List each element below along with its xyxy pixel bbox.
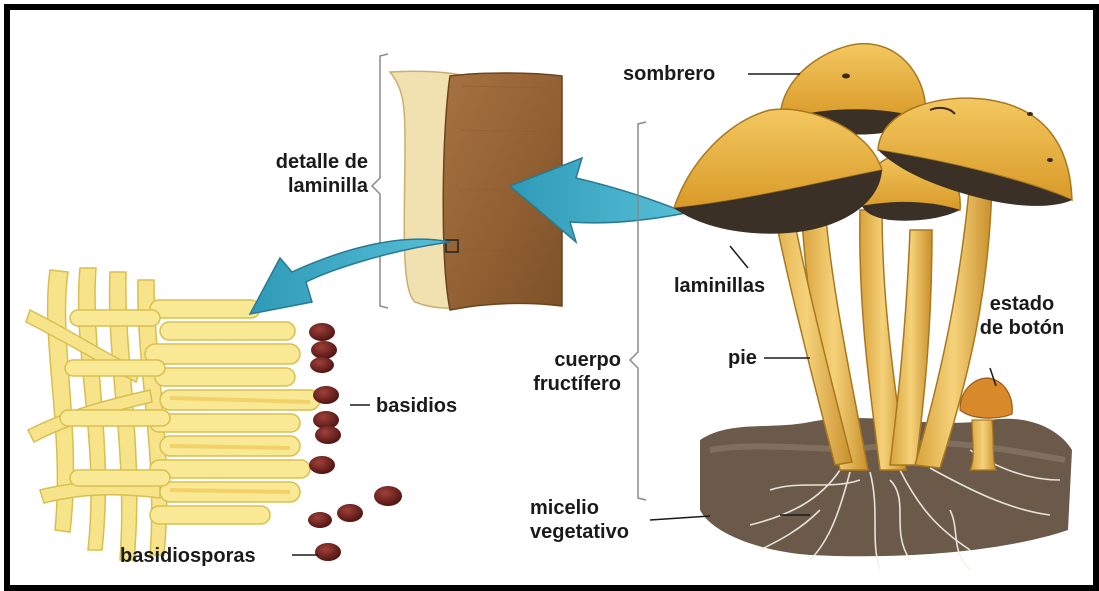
spore-icon [308, 512, 332, 528]
label-basidiosporas: basidiosporas [120, 544, 256, 568]
label-basidios: basidios [376, 394, 457, 418]
label-sombrero: sombrero [623, 62, 715, 86]
spore-cluster [308, 323, 402, 561]
spore-icon [313, 386, 339, 404]
spore-icon [309, 323, 335, 341]
spore-icon [374, 486, 402, 506]
label-pie: pie [728, 346, 757, 370]
label-micelio-vegetativo: micelio vegetativo [530, 496, 629, 544]
spore-icon [309, 456, 335, 474]
cuerpo-bracket [630, 122, 646, 500]
diagram-frame: sombrero detalle de laminilla laminillas… [4, 4, 1099, 591]
spore-icon [311, 341, 337, 359]
label-cuerpo-fructifero: cuerpo fructífero [515, 348, 621, 396]
spore-icon [310, 357, 334, 373]
basidia-illustration [26, 268, 320, 560]
spore-icon [337, 504, 363, 522]
label-estado-de-boton: estado de botón [972, 292, 1072, 340]
label-laminillas: laminillas [674, 274, 765, 298]
spore-icon [315, 426, 341, 444]
spore-icon [315, 543, 341, 561]
label-detalle-de-laminilla: detalle de laminilla [242, 150, 368, 198]
